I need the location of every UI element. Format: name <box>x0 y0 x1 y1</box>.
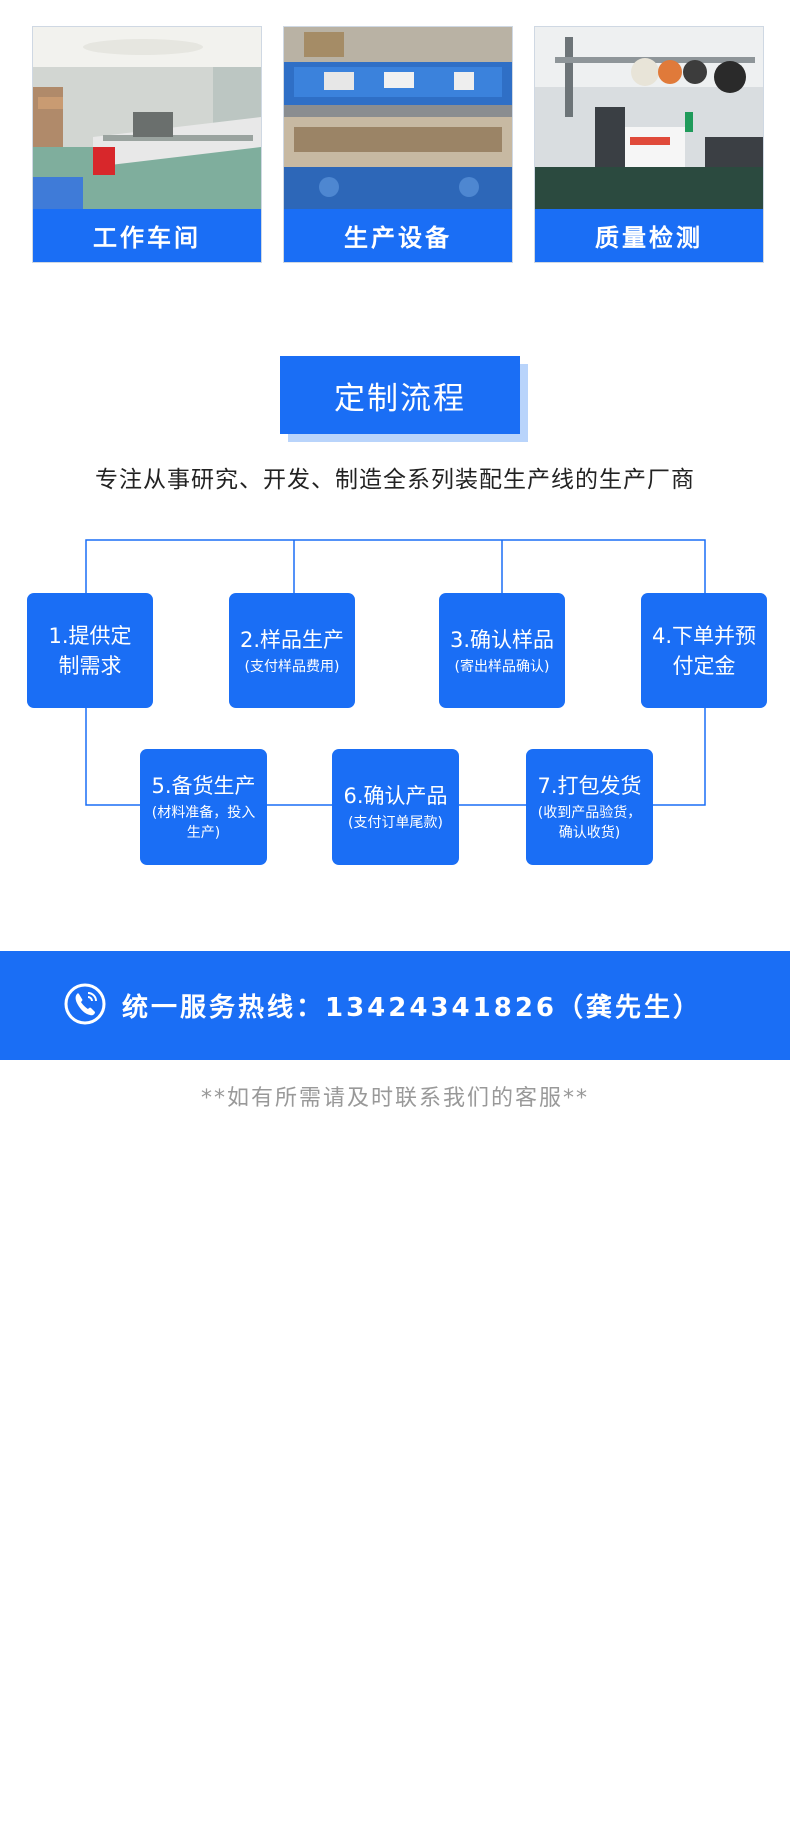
card-workshop[interactable]: 工作车间 <box>32 26 262 263</box>
card-inspection[interactable]: 质量检测 <box>534 26 764 263</box>
hotline-bar[interactable]: 统一服务热线：13424341826（龚先生） <box>0 951 790 1060</box>
step-note: (材料准备，投入生产) <box>151 805 256 841</box>
equipment-photo <box>284 27 512 210</box>
flow-step-5[interactable]: 5.备货生产 (材料准备，投入生产) <box>140 749 267 865</box>
card-equipment[interactable]: 生产设备 <box>283 26 513 263</box>
step-title: 2.样品生产 <box>239 627 345 652</box>
step-title: 3.确认样品 <box>449 627 555 652</box>
step-title: 1.提供定制需求 <box>48 623 132 678</box>
step-title: 4.下单并预付定金 <box>651 623 757 678</box>
step-title: 7.打包发货 <box>537 774 642 798</box>
flow-connector-lines <box>85 539 706 806</box>
hotline-text[interactable]: 统一服务热线：13424341826（龚先生） <box>122 993 702 1023</box>
photo-cards: 工作车间 生产设备 <box>32 26 764 263</box>
step-title: 5.备货生产 <box>151 774 256 798</box>
section-subtitle: 专注从事研究、开发、制造全系列装配生产线的生产厂商 <box>95 467 695 493</box>
card-caption: 工作车间 <box>33 209 261 262</box>
inspection-photo <box>535 27 763 210</box>
step-note: (寄出样品确认) <box>454 658 550 675</box>
contact-note: **如有所需请及时联系我们的客服** <box>200 1086 589 1111</box>
flow-step-7[interactable]: 7.打包发货 (收到产品验货，确认收货) <box>526 749 653 865</box>
flow-step-3[interactable]: 3.确认样品 (寄出样品确认) <box>439 593 565 708</box>
section-title: 定制流程 <box>280 356 520 434</box>
step-note: (收到产品验货，确认收货) <box>537 805 642 841</box>
card-caption: 质量检测 <box>535 209 763 262</box>
flow-step-6[interactable]: 6.确认产品 (支付订单尾款) <box>332 749 459 865</box>
card-caption: 生产设备 <box>284 209 512 262</box>
flow-step-2[interactable]: 2.样品生产 (支付样品费用) <box>229 593 355 708</box>
step-note: (支付样品费用) <box>244 658 340 675</box>
step-title: 6.确认产品 <box>343 784 448 808</box>
phone-icon <box>64 983 106 1025</box>
step-note: (支付订单尾款) <box>348 815 443 831</box>
workshop-photo <box>33 27 261 210</box>
flow-step-1[interactable]: 1.提供定制需求 <box>27 593 153 708</box>
flow-step-4[interactable]: 4.下单并预付定金 <box>641 593 767 708</box>
